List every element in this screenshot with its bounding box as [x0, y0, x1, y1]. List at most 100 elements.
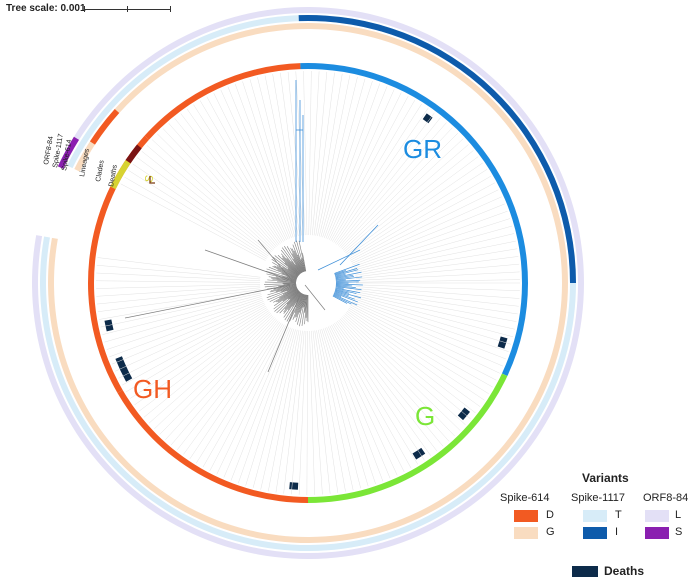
- branch-gh: [288, 290, 299, 300]
- leaf-guide-line: [257, 77, 297, 237]
- leaf-guide-line: [186, 108, 281, 244]
- clade-ring-g: [308, 373, 508, 503]
- leaf-guide-line: [220, 89, 289, 240]
- leaf-guide-line: [327, 326, 398, 476]
- leaf-guide-line: [118, 304, 266, 379]
- branch-gh: [289, 290, 300, 300]
- leaf-guide-line: [343, 314, 466, 426]
- leaf-guide-line: [264, 75, 299, 237]
- leaf-guide-line: [136, 157, 270, 255]
- leaf-guide-line: [354, 294, 514, 338]
- leaf-guide-line: [96, 284, 261, 289]
- leaf-guide-line: [183, 321, 280, 455]
- leaf-guide-line: [350, 182, 495, 261]
- leaf-guide-line: [138, 311, 270, 412]
- leaf-guide-line: [355, 248, 518, 276]
- branch-gr: [335, 283, 363, 286]
- leaf-guide-line: [272, 73, 301, 236]
- branch-gh: [305, 294, 308, 318]
- branch-gh: [304, 294, 307, 313]
- death-marker: [289, 482, 299, 490]
- leaf-guide-line: [323, 328, 376, 485]
- branch-gr: [334, 291, 349, 297]
- branch-gr: [335, 276, 355, 280]
- branch-gh: [267, 286, 297, 296]
- orf8-ring-s-segment: [57, 136, 80, 169]
- branch-gr: [335, 274, 354, 279]
- leaf-guide-line: [326, 327, 391, 479]
- leaf-guide-line: [330, 96, 409, 241]
- legend-label-spike614-d: D: [546, 509, 554, 521]
- branch-gr-diag: [339, 224, 379, 266]
- leaf-guide-line: [275, 330, 301, 493]
- branch-gr: [335, 286, 344, 289]
- branch-gh: [274, 289, 299, 307]
- leaf-guide-line: [189, 322, 282, 460]
- branch-gh: [287, 267, 299, 276]
- branch-gh: [303, 294, 307, 308]
- branch-gh: [292, 253, 303, 273]
- leaf-guide-line: [354, 293, 515, 330]
- clade-label-gh: GH: [133, 374, 172, 404]
- ring-label-lineages: Lineages: [79, 148, 91, 178]
- branch-gh: [265, 270, 297, 281]
- leaf-guide-line: [303, 71, 308, 236]
- branch-gh: [286, 246, 303, 273]
- leaf-guide-line: [157, 133, 275, 250]
- branch-gh: [292, 293, 304, 320]
- branch-gr: [334, 269, 359, 277]
- leaf-guide-line: [134, 310, 269, 406]
- leaf-guide-line: [309, 330, 315, 495]
- branch-gh: [296, 240, 306, 272]
- leaf-guide-line: [242, 81, 294, 238]
- leaf-guide-line: [317, 75, 351, 236]
- legend-label-spike1117-i: I: [615, 526, 619, 538]
- branch-gr: [333, 294, 358, 306]
- branch-gh: [292, 244, 304, 272]
- leaf-guide-line: [165, 318, 276, 440]
- branch-gh: [306, 294, 308, 321]
- tree-scale-tick: [170, 6, 171, 12]
- branch-gr: [335, 276, 363, 281]
- leaf-guide-line: [320, 78, 366, 237]
- branch-gh: [293, 258, 303, 273]
- branch-gr: [335, 279, 361, 282]
- tree-scale-tick: [84, 6, 85, 12]
- leaf-guide-line: [352, 203, 505, 266]
- ring-label-orf8: ORF8-84: [43, 136, 55, 166]
- leaf-guide-line: [341, 317, 455, 437]
- leaf-guide-line: [120, 183, 266, 261]
- branch-gr: [335, 271, 362, 278]
- leaf-guide-line: [223, 326, 290, 478]
- branch-gh: [282, 289, 299, 302]
- leaf-guide-line: [318, 76, 358, 237]
- branch-gh: [277, 269, 298, 279]
- leaf-guide-line: [345, 312, 476, 414]
- leaf-guide-line: [355, 279, 520, 283]
- branch-gh: [295, 294, 305, 317]
- leaf-guide-lines: [96, 71, 520, 495]
- leaf-guide-line: [355, 284, 520, 292]
- branch-gr: [334, 291, 355, 300]
- branch-gh: [277, 266, 298, 278]
- leaf-guide-line: [312, 330, 331, 494]
- leaf-guide-line: [216, 326, 288, 475]
- leaf-guide-line: [344, 313, 471, 420]
- leaf-guide-line: [328, 92, 402, 241]
- leaf-guide-line: [327, 89, 395, 240]
- branch-gh: [270, 285, 297, 291]
- branch-gh: [283, 283, 297, 285]
- branch-gh: [257, 239, 297, 286]
- branch-gh: [279, 291, 301, 314]
- leaf-guide-line: [97, 287, 261, 305]
- branch-gh: [275, 285, 297, 292]
- tree-scale: Tree scale: 0.001: [6, 2, 186, 18]
- leaf-guide-line: [355, 271, 520, 281]
- branch-gh: [289, 293, 304, 322]
- leaf-guide-line: [350, 189, 499, 263]
- branch-gh: [294, 294, 305, 318]
- branch-gh: [287, 268, 299, 277]
- branch-gh: [279, 288, 298, 299]
- leaf-guide-line: [331, 324, 412, 469]
- clade-ring-marker: [125, 144, 142, 164]
